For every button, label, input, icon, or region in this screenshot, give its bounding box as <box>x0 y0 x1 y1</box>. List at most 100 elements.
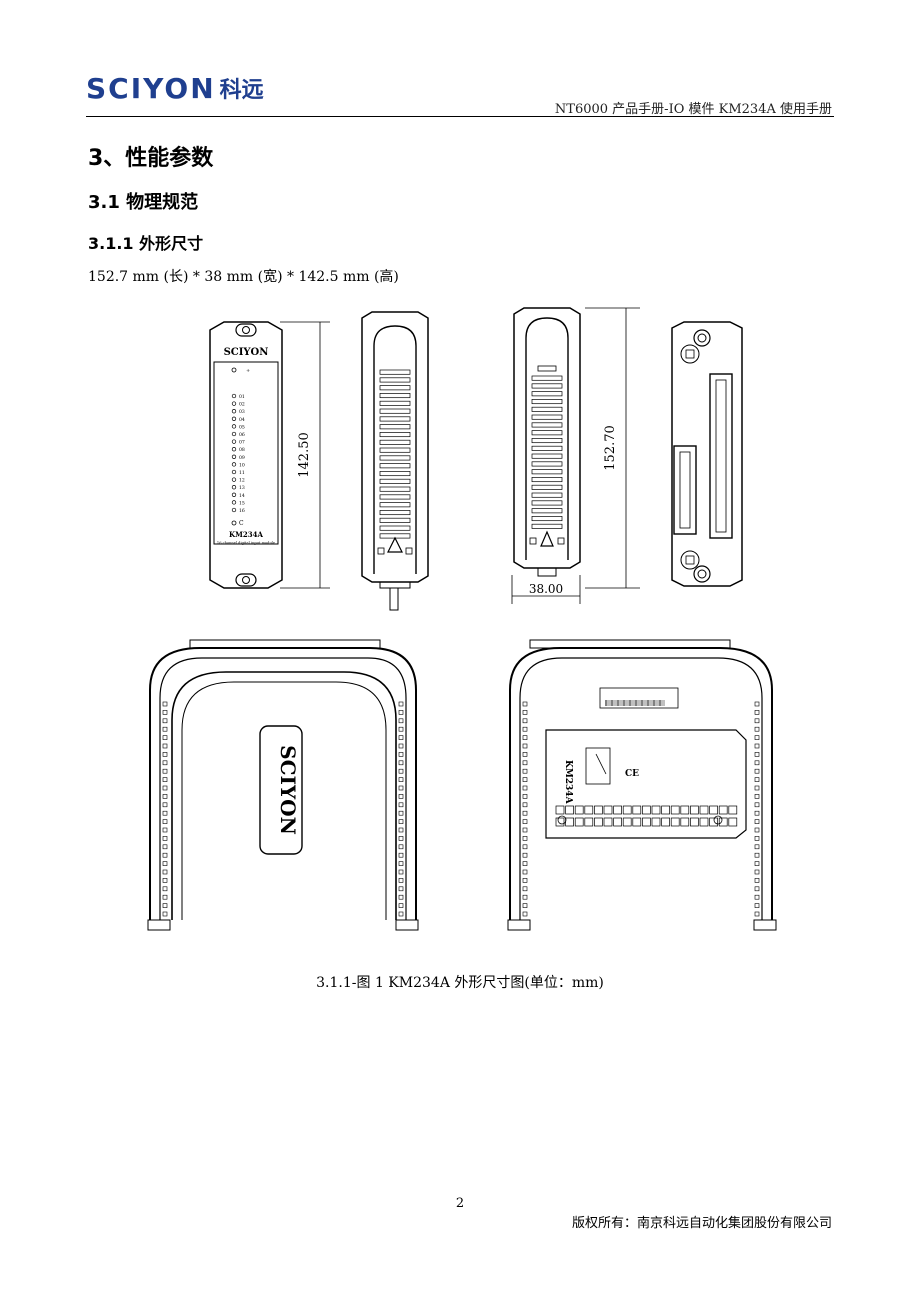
side-ridge <box>398 819 404 824</box>
side-ridge <box>522 735 528 740</box>
side-ridge <box>162 869 168 875</box>
side-ridge <box>754 735 760 740</box>
channel-label: 09 <box>239 455 245 461</box>
side-ridge <box>398 810 404 816</box>
side-ridge <box>522 785 528 791</box>
channel-label: 12 <box>239 478 245 484</box>
channel-led <box>231 462 237 467</box>
vent-fin <box>379 439 411 445</box>
header-rule <box>86 116 834 117</box>
channel-led <box>231 485 237 490</box>
side-ridge <box>162 752 168 757</box>
side-ridge <box>162 710 168 715</box>
logo-cn: 科远 <box>219 78 264 103</box>
terminal <box>680 805 690 815</box>
vent-fin <box>379 408 411 414</box>
side-ridge <box>398 852 404 858</box>
channel-label: 05 <box>239 424 245 430</box>
vent-fin <box>531 508 563 514</box>
channel-led <box>231 439 237 444</box>
vent-fin <box>531 500 563 506</box>
channel-led <box>231 409 237 414</box>
connector-view <box>671 321 743 587</box>
side-ridge <box>522 911 528 917</box>
terminal <box>642 805 651 815</box>
side-ridge <box>162 861 168 866</box>
terminal <box>555 817 565 827</box>
side-ridge <box>398 869 404 875</box>
channel-label: 08 <box>239 447 245 453</box>
side-ridge <box>398 743 404 749</box>
vent-fin <box>531 391 563 397</box>
channel-label: 15 <box>239 500 245 506</box>
front-model: KM234A <box>229 530 263 539</box>
side-ridge <box>754 768 760 774</box>
terminal <box>555 805 565 815</box>
vent-fin <box>379 525 411 531</box>
side-ridge <box>754 836 760 841</box>
back-model: KM234A <box>563 760 573 805</box>
common-label: C <box>239 520 244 527</box>
terminal <box>565 805 574 815</box>
front-view: SCIYON + 0102030405060708091011121314151… <box>209 321 283 589</box>
vent-fin <box>531 445 563 451</box>
side-ridge <box>398 768 404 774</box>
channel-led <box>231 393 237 399</box>
vent-fin <box>531 399 563 405</box>
channel-led <box>231 477 237 482</box>
terminal <box>718 817 728 827</box>
side-ridge <box>398 836 404 841</box>
side-ridge <box>522 827 528 833</box>
vent-fin <box>531 422 563 428</box>
side-ridge <box>522 701 528 707</box>
width-dimension: 38.00 <box>511 575 581 604</box>
terminal <box>661 817 670 827</box>
side-ridge <box>754 827 760 833</box>
side-ridge <box>398 794 404 799</box>
channel-led <box>231 431 237 437</box>
vent-fin <box>379 377 411 383</box>
side-ridge <box>162 743 168 749</box>
vent-fin <box>531 406 563 412</box>
side-ridge <box>162 852 168 858</box>
side-ridge <box>398 911 404 917</box>
side-ridge <box>162 878 168 883</box>
side-ridge <box>162 903 168 908</box>
front-height-dimension: 142.50 <box>280 321 330 589</box>
side-ridge <box>398 878 404 883</box>
channel-label: 04 <box>239 417 245 423</box>
perspective-view-left: SCIYON <box>147 639 419 931</box>
side-ridge <box>754 861 760 866</box>
terminal <box>699 817 709 827</box>
dim-width: 38.00 <box>529 582 563 596</box>
side-ridge <box>162 726 168 732</box>
channel-led <box>231 500 237 505</box>
terminal <box>632 817 642 827</box>
side-ridge <box>162 785 168 791</box>
side-ridge <box>162 886 168 892</box>
front-logo: SCIYON <box>224 347 269 358</box>
side-ridge <box>522 844 528 850</box>
side-ridge <box>522 743 528 749</box>
side-ridge <box>522 894 528 900</box>
side-ridge <box>162 794 168 799</box>
side-ridge <box>398 760 404 766</box>
side-ridge <box>754 810 760 816</box>
terminal <box>651 805 661 815</box>
side-ridge <box>162 777 168 782</box>
vent-fin <box>531 477 563 483</box>
side-ridge <box>522 726 528 732</box>
channel-label: 13 <box>239 485 245 491</box>
vent-fin <box>379 385 411 391</box>
vent-fin <box>531 484 563 490</box>
side-ridge <box>162 802 168 808</box>
dim-height-side: 152.70 <box>603 425 618 471</box>
document-title: NT6000 产品手册-IO 模件 KM234A 使用手册 <box>554 102 832 117</box>
side-ridge <box>754 911 760 917</box>
side-ridge <box>754 878 760 883</box>
side-ridge <box>398 710 404 715</box>
side-ridge <box>398 886 404 892</box>
terminal <box>584 805 594 815</box>
channel-label: 07 <box>239 440 245 446</box>
side-ridge <box>522 819 528 824</box>
